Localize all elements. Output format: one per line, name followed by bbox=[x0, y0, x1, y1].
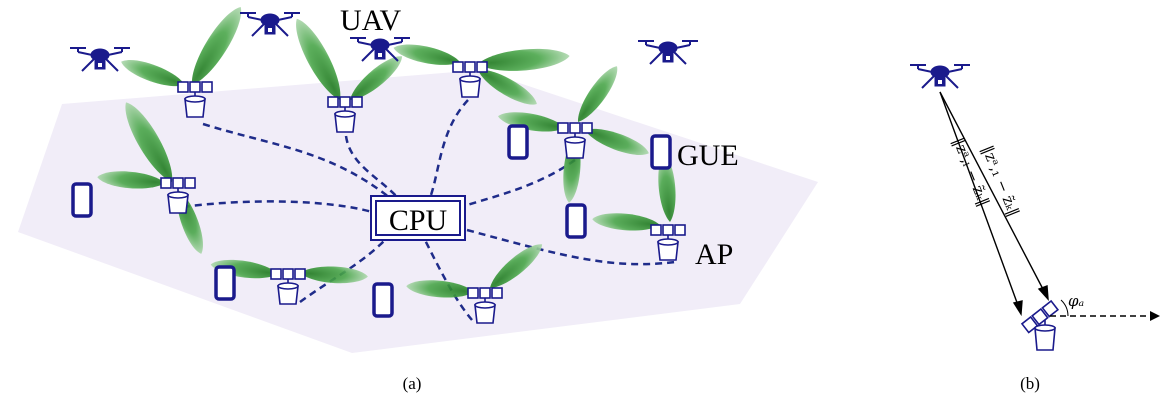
uav-label: UAV bbox=[340, 4, 401, 37]
gue-phone-icon bbox=[650, 134, 672, 170]
link-ap2 bbox=[344, 135, 399, 199]
link-ap1 bbox=[202, 122, 391, 199]
link-ap3 bbox=[428, 99, 469, 199]
beam-lobe-icon bbox=[183, 1, 250, 91]
ap-base-icon bbox=[1034, 320, 1056, 351]
gue-phone-icon bbox=[372, 282, 394, 318]
angle-label: φₐ bbox=[1068, 292, 1084, 310]
link-ap4 bbox=[466, 158, 576, 207]
ap-label: AP bbox=[695, 238, 733, 271]
ap-array-icon bbox=[1020, 299, 1060, 334]
gue-phone-icon bbox=[507, 124, 529, 160]
cpu-label: CPU bbox=[389, 204, 448, 237]
caption-b: (b) bbox=[1020, 374, 1040, 393]
gue-phone-icon bbox=[71, 182, 93, 218]
caption-a: (a) bbox=[403, 374, 422, 393]
uav-icon bbox=[909, 64, 971, 89]
beam-lobe-icon bbox=[391, 39, 462, 71]
uav-icon bbox=[69, 47, 131, 72]
uav-icon bbox=[239, 12, 301, 37]
gue-phone-icon bbox=[565, 203, 587, 239]
link-ap5 bbox=[182, 200, 373, 214]
panel-b bbox=[909, 64, 1160, 351]
gue-phone-icon bbox=[214, 265, 236, 301]
cpu-box bbox=[370, 195, 466, 241]
uav-icon bbox=[637, 40, 699, 65]
gue-label: GUE bbox=[677, 139, 739, 172]
beam-lobe-icon bbox=[477, 45, 571, 75]
